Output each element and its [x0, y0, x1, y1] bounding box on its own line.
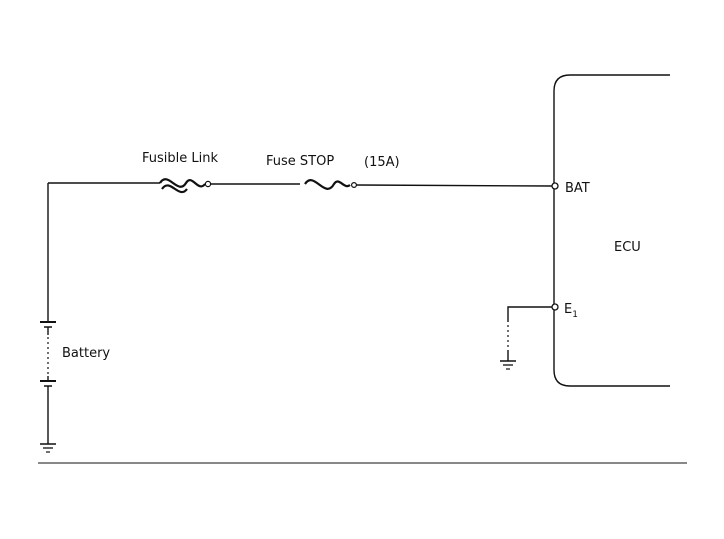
e1-terminal-label: E1 [564, 302, 578, 320]
battery-symbol [40, 321, 56, 444]
ecu-label: ECU [614, 240, 641, 255]
battery-ground-icon [40, 443, 56, 453]
supply-wire [47, 182, 553, 322]
ecu-outline [553, 74, 670, 387]
bat-terminal-label: BAT [565, 181, 590, 196]
e1-ground-wire [507, 306, 552, 361]
fuse-stop-symbol [304, 179, 358, 190]
bat-terminal-node [551, 182, 559, 190]
fusible-link-symbol [159, 178, 212, 194]
fuse-stop-label: Fuse STOP [266, 154, 334, 169]
fuse-rating-label: (15A) [364, 155, 400, 170]
e1-terminal-node [551, 303, 559, 311]
fusible-link-label: Fusible Link [142, 151, 218, 166]
battery-label: Battery [62, 346, 110, 361]
ecu-ground-icon [500, 360, 516, 370]
